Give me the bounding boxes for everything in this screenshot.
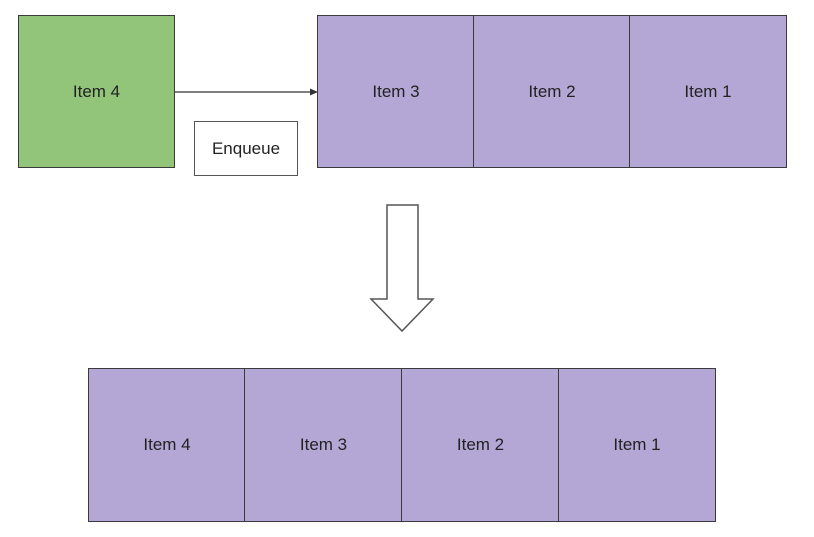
queue-before-item: Item 3: [317, 15, 475, 168]
queue-before-item-label: Item 3: [372, 81, 420, 101]
queue-after-item: Item 2: [401, 368, 560, 522]
queue-before-item-label: Item 1: [684, 81, 732, 101]
queue-before-item: Item 2: [473, 15, 631, 168]
queue-after-item-label: Item 1: [613, 435, 661, 454]
queue-before-item-label: Item 2: [528, 81, 576, 101]
right-arrow-icon: [175, 88, 318, 96]
queue-after-item-label: Item 2: [456, 435, 505, 454]
queue-after-item: Item 3: [244, 368, 403, 522]
queue-after-item: Item 4: [88, 368, 246, 522]
queue-before-item: Item 1: [629, 15, 787, 168]
new-item-box: Item 4: [18, 15, 175, 168]
enqueue-label: Enqueue: [211, 138, 281, 158]
queue-after-item-label: Item 3: [299, 435, 348, 454]
down-arrow-icon: [369, 204, 435, 333]
enqueue-label-box: Enqueue: [194, 121, 298, 176]
queue-after-item: Item 1: [558, 368, 716, 522]
new-item-label: Item 4: [72, 81, 121, 101]
queue-after-item-label: Item 4: [143, 435, 191, 454]
